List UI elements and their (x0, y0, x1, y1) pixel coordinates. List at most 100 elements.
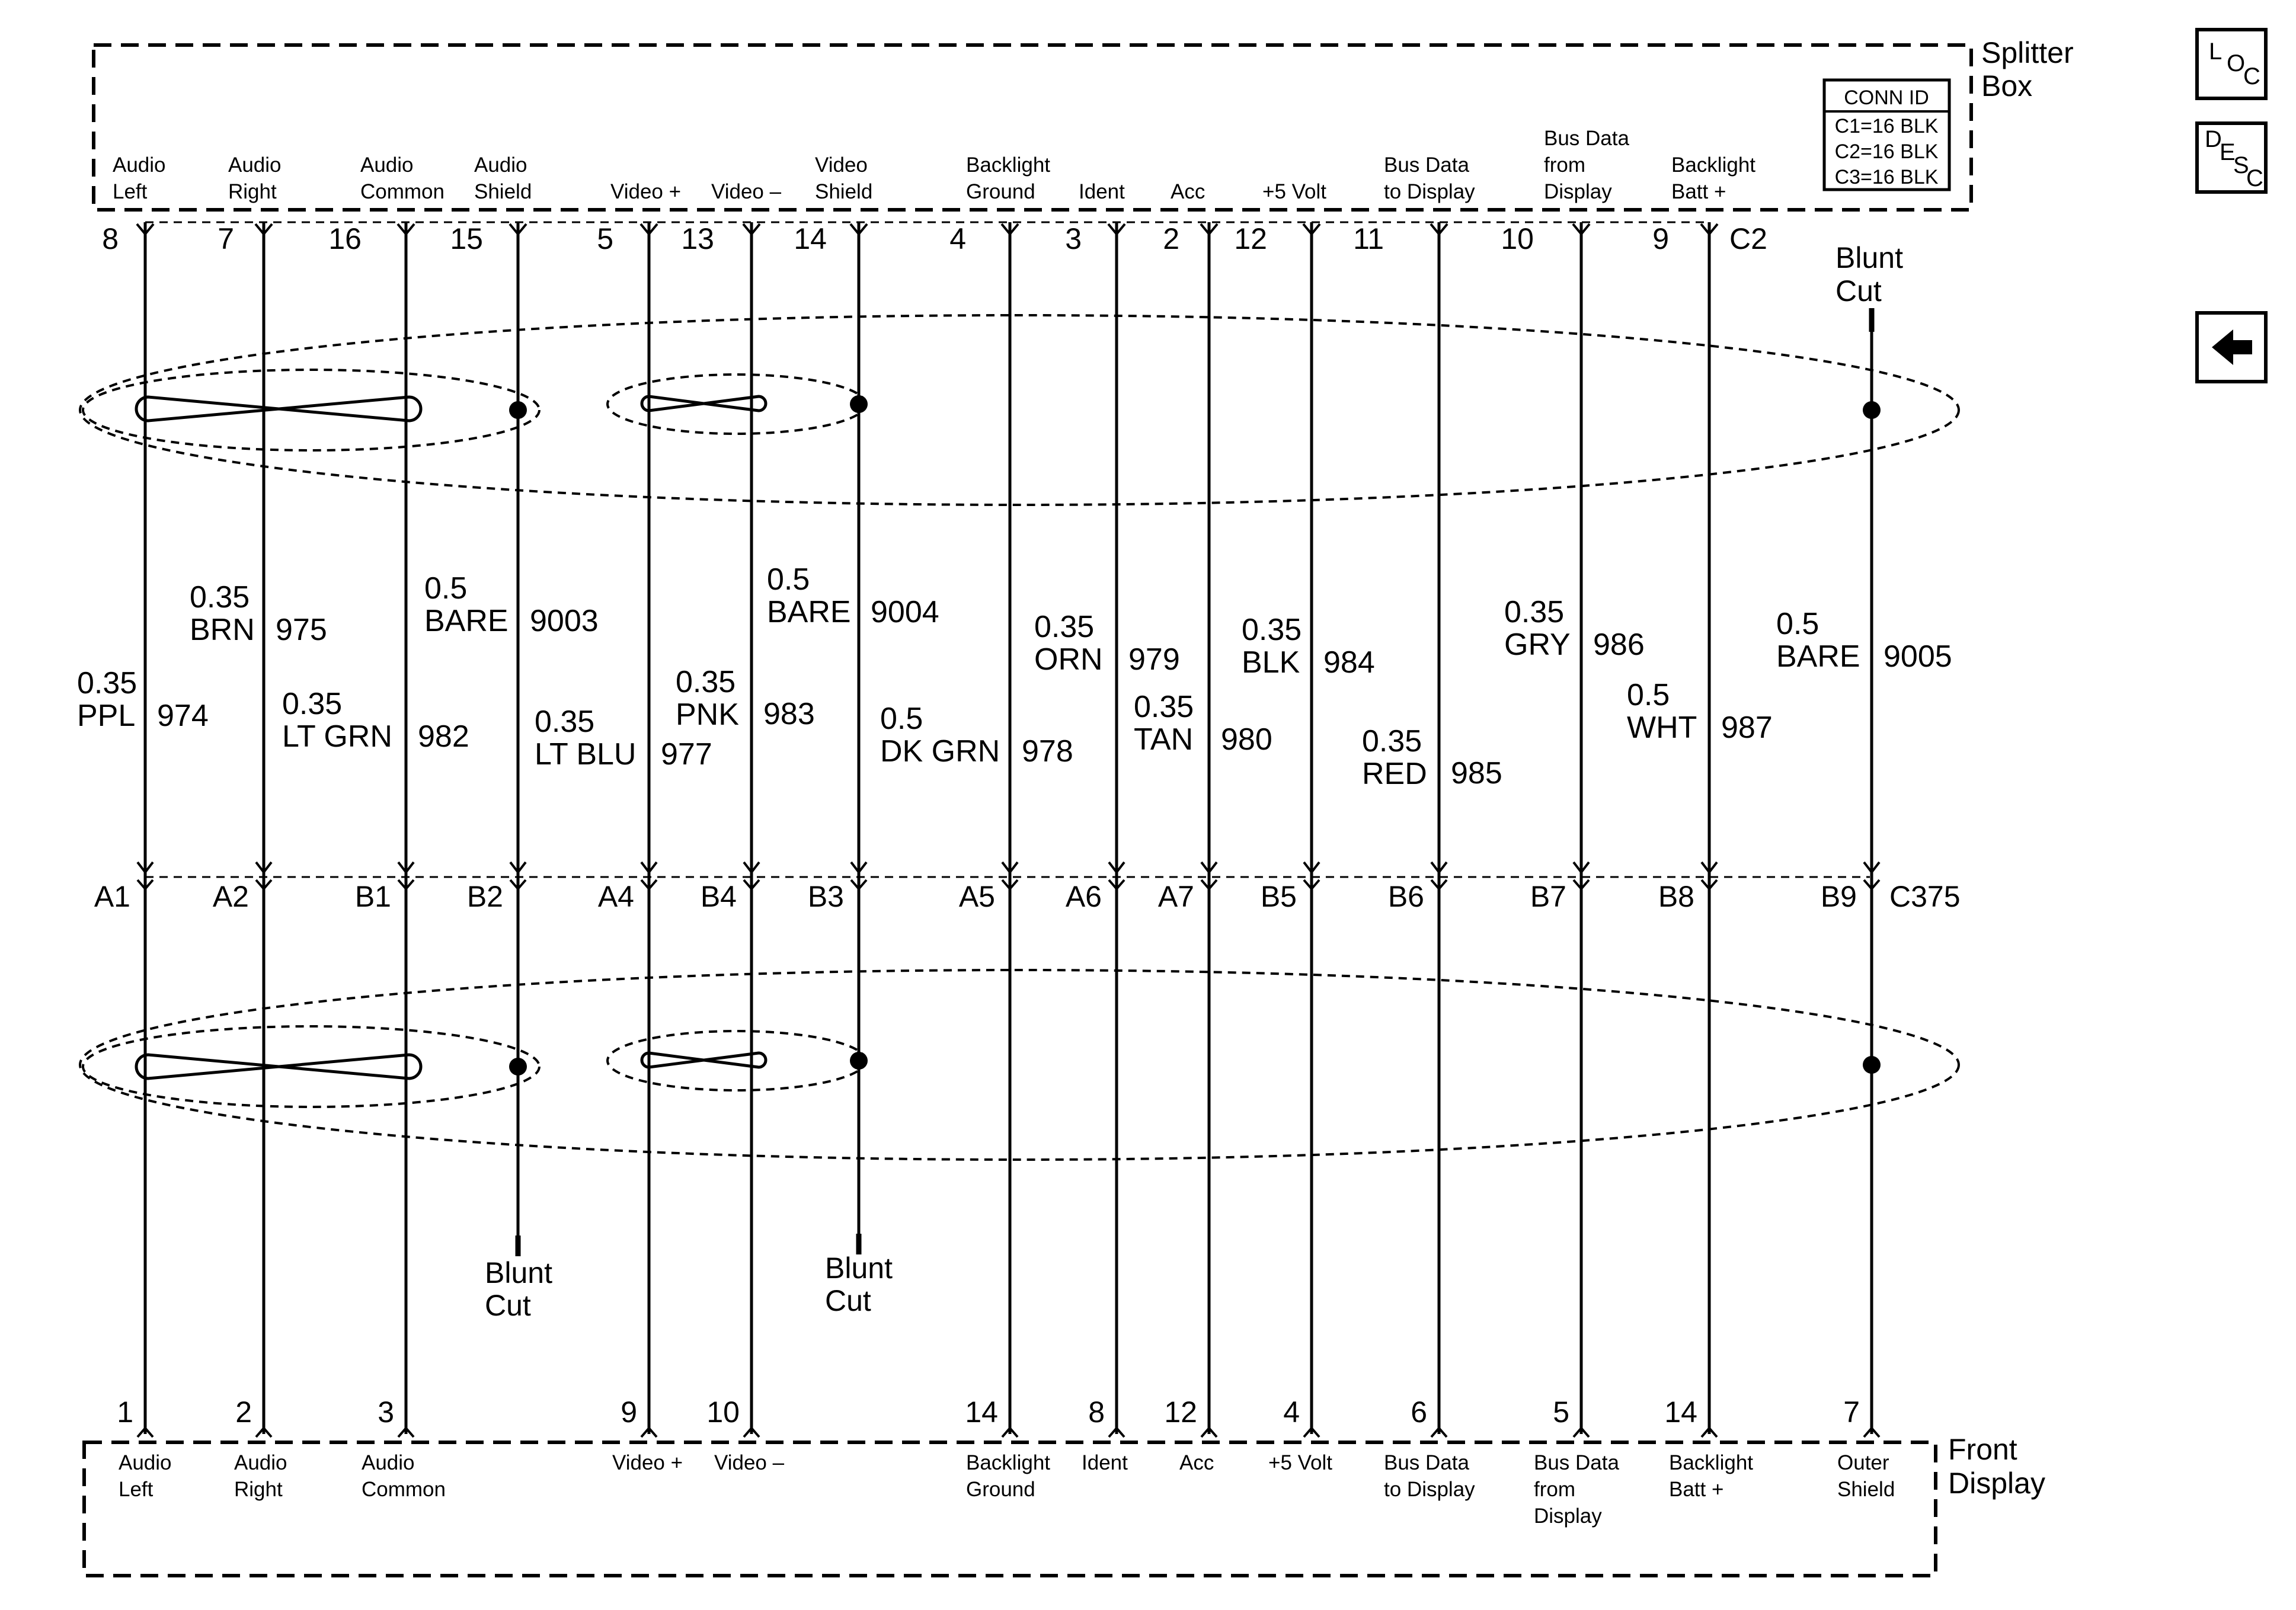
display-terminal (1700, 1426, 1718, 1438)
splitter-pin-number: 9 (1652, 222, 1669, 255)
loc-letter-3: C (2243, 63, 2260, 89)
inline-terminal-arrow (255, 861, 273, 875)
shield-splice-dot (850, 1052, 868, 1070)
connector-terminal (136, 223, 155, 236)
loc-button[interactable]: L O C (2195, 28, 2268, 100)
lower-video-shield (606, 1030, 867, 1092)
upper-video-shield (606, 373, 867, 435)
loc-letter-2: O (2227, 50, 2245, 76)
display-pin-label: Bus Data (1534, 1451, 1619, 1474)
splitter-pin-number: 10 (1501, 222, 1534, 255)
inline-terminal-arrow (136, 861, 154, 875)
splitter-pin-label: Audio (113, 153, 166, 177)
display-pin-label: Bus Data (1384, 1451, 1469, 1474)
splitter-pin-label: Ground (966, 180, 1035, 203)
connector-terminal (254, 223, 273, 236)
circuit-number: 980 (1221, 722, 1272, 757)
splitter-pin-number: 15 (450, 222, 483, 255)
wire-color: RED (1362, 757, 1427, 791)
blunt-cut-top-line-1: Blunt (1835, 241, 1903, 274)
splitter-pin-label: Bus Data (1384, 153, 1469, 177)
display-pin-number: 14 (1664, 1395, 1697, 1429)
inline-terminal-arrow (1108, 861, 1125, 875)
inline-pin: B6 (1388, 880, 1424, 913)
display-terminal (1863, 1426, 1881, 1438)
inline-terminal-arrow (1430, 861, 1448, 875)
splitter-pin-label: Acc (1171, 180, 1205, 203)
inline-pin: B3 (808, 880, 844, 913)
wire-color: BARE (1776, 639, 1860, 674)
inline-pin: B9 (1821, 880, 1857, 913)
inline-pin: A2 (213, 880, 249, 913)
inline-terminal-arrow (1700, 861, 1718, 875)
splitter-pin-label: Video + (610, 180, 681, 203)
inline-terminal-arrow (397, 861, 415, 875)
wire-color: LT BLU (535, 737, 637, 772)
wire-gauge: 0.35 (535, 705, 594, 739)
inline-pin: A6 (1066, 880, 1102, 913)
inline-pin: B1 (355, 880, 391, 913)
splitter-pin-label: Audio (474, 153, 527, 177)
wire-gauge: 0.35 (77, 666, 137, 700)
wire-gauge: 0.35 (1034, 610, 1094, 644)
display-pin-label: Audio (234, 1451, 287, 1474)
connector-terminal (1200, 223, 1219, 236)
wire-gauge: 0.35 (676, 665, 736, 699)
display-pin-label: Batt + (1669, 1478, 1723, 1501)
display-pin-number: 12 (1164, 1395, 1197, 1429)
display-pin-number: 1 (117, 1395, 133, 1429)
splitter-pin-number: 5 (597, 222, 613, 255)
inline-terminal-arrow (1303, 861, 1320, 875)
inline-terminal-chevron (136, 879, 154, 891)
display-pin-label: Common (362, 1478, 446, 1501)
splitter-pin-number: 13 (681, 222, 714, 255)
splitter-pin-number: 12 (1234, 222, 1267, 255)
splitter-box-name-line-1: Splitter (1981, 36, 2074, 69)
inline-terminal-chevron (1700, 879, 1718, 891)
circuit-number: 975 (276, 613, 327, 647)
inline-terminal-chevron (1572, 879, 1590, 891)
wire-color: BARE (424, 604, 509, 638)
splitter-pin-number: 2 (1163, 222, 1179, 255)
splitter-pin-label: Audio (360, 153, 414, 177)
wire-gauge: 0.5 (767, 562, 810, 597)
inline-pin: B8 (1658, 880, 1694, 913)
wire-gauge: 0.5 (424, 571, 467, 606)
front-display-outline (82, 1441, 1937, 1577)
wire-gauge: 0.5 (1627, 678, 1670, 712)
connector-terminal (509, 223, 527, 236)
connector-c2-label: C2 (1729, 222, 1767, 255)
upper-shields (79, 314, 1960, 506)
desc-button[interactable]: D E S C (2195, 121, 2268, 194)
display-pin-label: Audio (362, 1451, 415, 1474)
inline-terminal-chevron (509, 879, 527, 891)
inline-pin: B2 (467, 880, 503, 913)
inline-terminal-chevron (743, 879, 760, 891)
splitter-pin-number: 3 (1065, 222, 1082, 255)
conn-id-line-3: C3=16 BLK (1835, 166, 1939, 188)
blunt-cut-video-line-1: Blunt (825, 1251, 893, 1285)
back-button[interactable] (2195, 311, 2268, 383)
inline-terminal-chevron (1863, 879, 1881, 891)
splitter-pin-number: 14 (794, 222, 827, 255)
inline-terminal-arrow (509, 861, 527, 875)
circuit-number: 974 (157, 699, 209, 733)
inline-pin: A5 (959, 880, 995, 913)
wire-gauge: 0.35 (1362, 724, 1422, 758)
connector-terminal (742, 223, 761, 236)
